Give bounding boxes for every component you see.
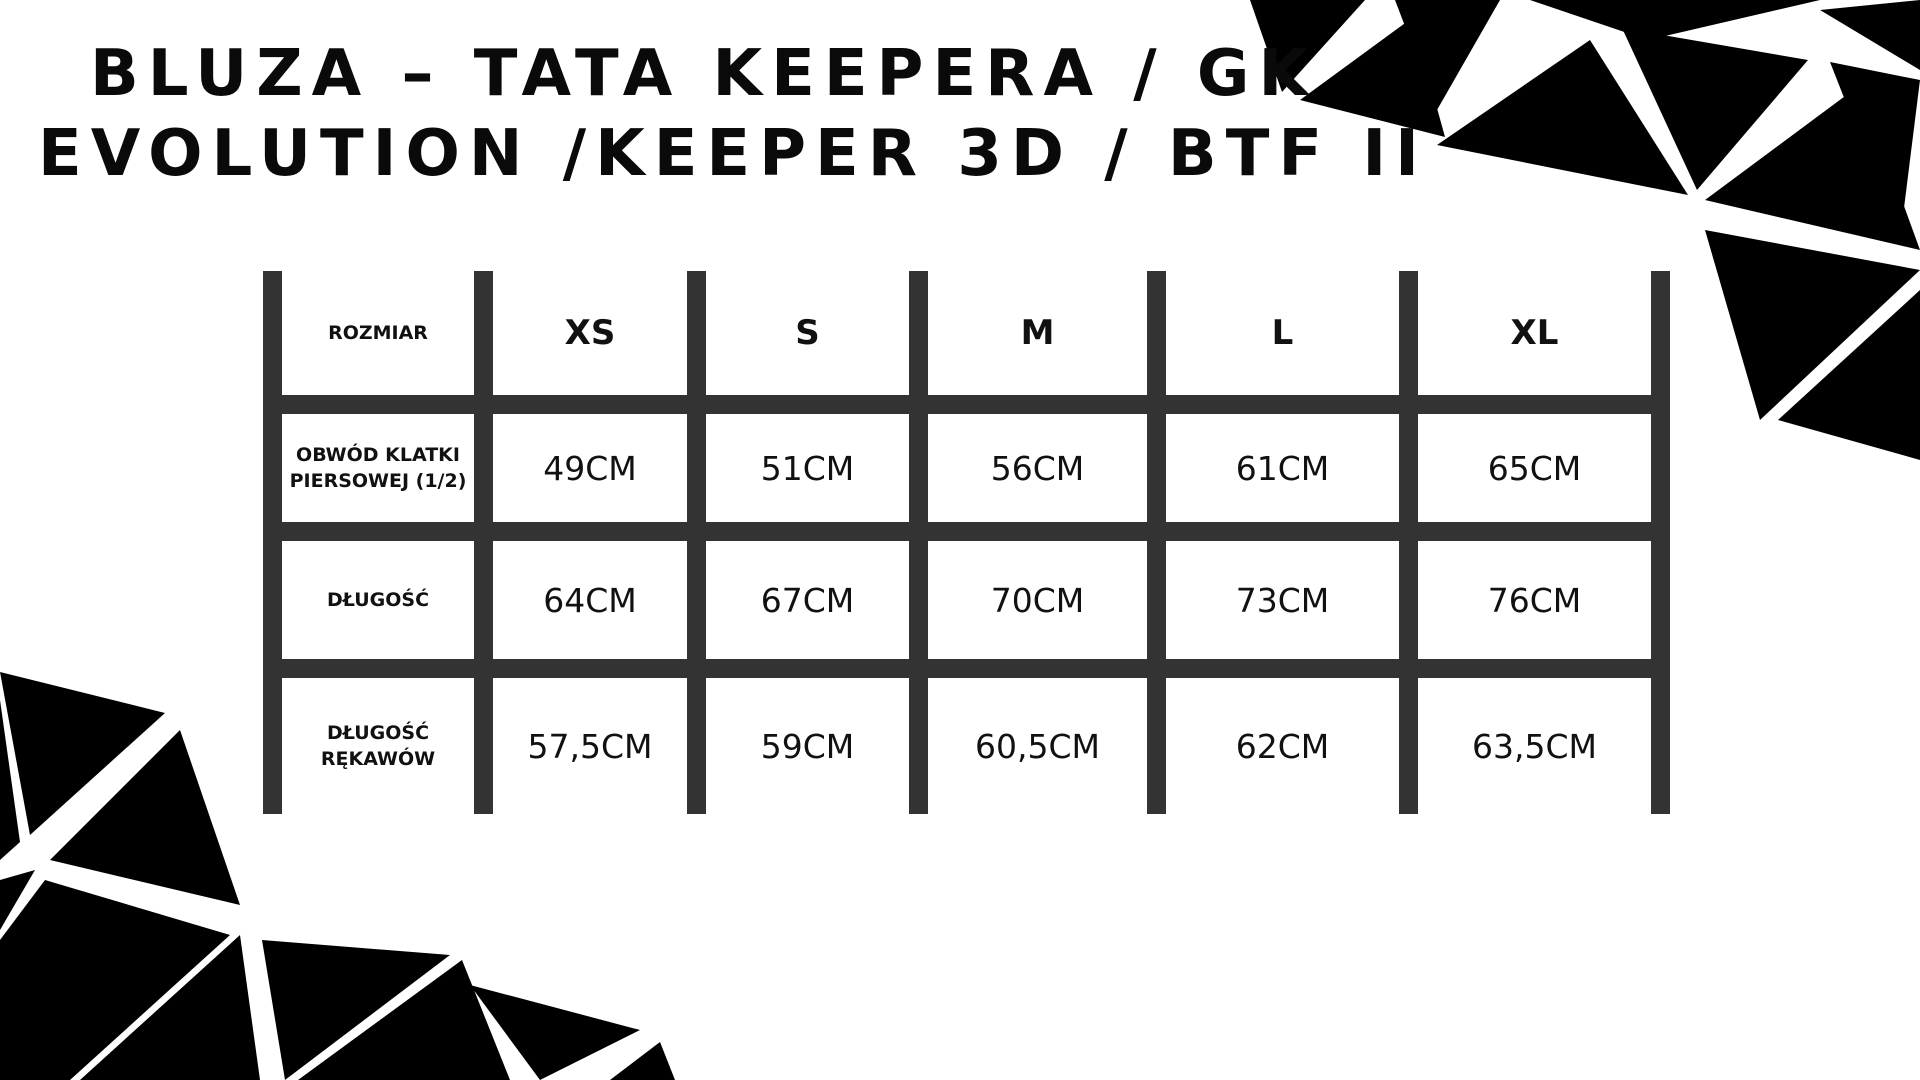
row-label-chest: OBWÓD KLATKI PIERSOWEJ (1/2) bbox=[263, 404, 493, 541]
table-cell: 62CM bbox=[1147, 668, 1418, 814]
table-cell: 67CM bbox=[687, 531, 928, 678]
table-cell: 76CM bbox=[1399, 531, 1670, 678]
table-cell: 64CM bbox=[474, 531, 706, 678]
table-cell: 59CM bbox=[687, 668, 928, 814]
size-chart-table: ROZMIAR XS S M L XL OBWÓD KLATKI PIERSOW… bbox=[263, 271, 1670, 814]
triangle-tiles-bottom-left bbox=[0, 672, 675, 1080]
header-label-cell: ROZMIAR bbox=[263, 271, 493, 414]
size-header-m: M bbox=[909, 271, 1166, 414]
table-cell: 60,5CM bbox=[909, 668, 1166, 814]
table-cell: 51CM bbox=[687, 404, 928, 541]
table-cell: 65CM bbox=[1399, 404, 1670, 541]
table-row-length: DŁUGOŚĆ 64CM 67CM 70CM 73CM 76CM bbox=[263, 531, 1670, 678]
table-cell: 57,5CM bbox=[474, 668, 706, 814]
page-title-line-2: EVOLUTION /KEEPER 3D / BTF II bbox=[38, 117, 1428, 191]
row-label-length: DŁUGOŚĆ bbox=[263, 531, 493, 678]
table-header-row: ROZMIAR XS S M L XL bbox=[263, 271, 1670, 414]
triangle-tiles-top-right bbox=[1250, 0, 1920, 460]
table-row-sleeve-length: DŁUGOŚĆ RĘKAWÓW 57,5CM 59CM 60,5CM 62CM … bbox=[263, 668, 1670, 814]
size-header-s: S bbox=[687, 271, 928, 414]
row-label-sleeve-length: DŁUGOŚĆ RĘKAWÓW bbox=[263, 668, 493, 814]
size-header-xs: XS bbox=[474, 271, 706, 414]
table-cell: 70CM bbox=[909, 531, 1166, 678]
table-cell: 63,5CM bbox=[1399, 668, 1670, 814]
size-header-xl: XL bbox=[1399, 271, 1670, 414]
page-title-line-1: BLUZA – TATA KEEPERA / GK bbox=[90, 37, 1318, 111]
table-row-chest: OBWÓD KLATKI PIERSOWEJ (1/2) 49CM 51CM 5… bbox=[263, 404, 1670, 541]
table-cell: 49CM bbox=[474, 404, 706, 541]
table-cell: 61CM bbox=[1147, 404, 1418, 541]
table-cell: 73CM bbox=[1147, 531, 1418, 678]
table-cell: 56CM bbox=[909, 404, 1166, 541]
size-header-l: L bbox=[1147, 271, 1418, 414]
